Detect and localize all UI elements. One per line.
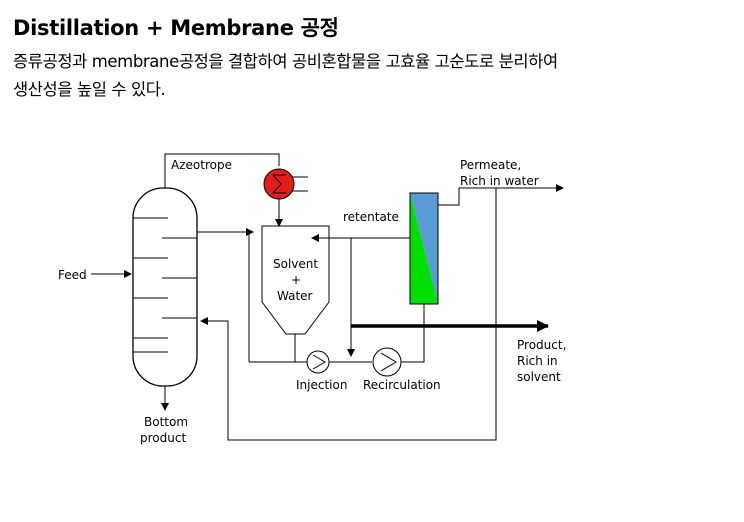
label-solvent-3: Water: [277, 289, 313, 303]
label-permeate-1: Permeate,: [460, 158, 521, 172]
solvent-water-tank: [261, 225, 330, 335]
column-trays: [133, 217, 197, 353]
description-line-1: 증류공정과 membrane공정을 결합하여 공비혼합물을 고효율 고순도로 분…: [13, 52, 558, 71]
label-bottom-product-1: Bottom: [144, 415, 188, 429]
label-permeate-2: Rich in water: [460, 174, 539, 188]
label-solvent-1: Solvent: [273, 257, 318, 271]
condenser-icon: [263, 168, 308, 200]
label-azeotrope: Azeotrope: [171, 158, 232, 172]
label-injection: Injection: [296, 378, 347, 392]
label-recirculation: Recirculation: [363, 378, 441, 392]
label-bottom-product-2: product: [140, 431, 186, 445]
label-product-1: Product,: [517, 338, 566, 352]
label-retentate: retentate: [343, 210, 399, 224]
label-solvent-2: +: [291, 273, 301, 287]
distillation-column: [132, 187, 198, 387]
description: 증류공정과 membrane공정을 결합하여 공비혼합물을 고효율 고순도로 분…: [13, 48, 733, 104]
label-product-2: Rich in: [517, 354, 558, 368]
label-feed: Feed: [58, 268, 87, 282]
membrane-module: [409, 192, 439, 305]
page-title: Distillation + Membrane 공정: [13, 16, 339, 40]
azeotrope-line: [164, 153, 280, 188]
description-line-2: 생산성을 높일 수 있다.: [13, 80, 166, 99]
pump-icon: [306, 350, 330, 374]
pump-icon: [372, 347, 402, 377]
label-product-3: solvent: [517, 370, 561, 384]
